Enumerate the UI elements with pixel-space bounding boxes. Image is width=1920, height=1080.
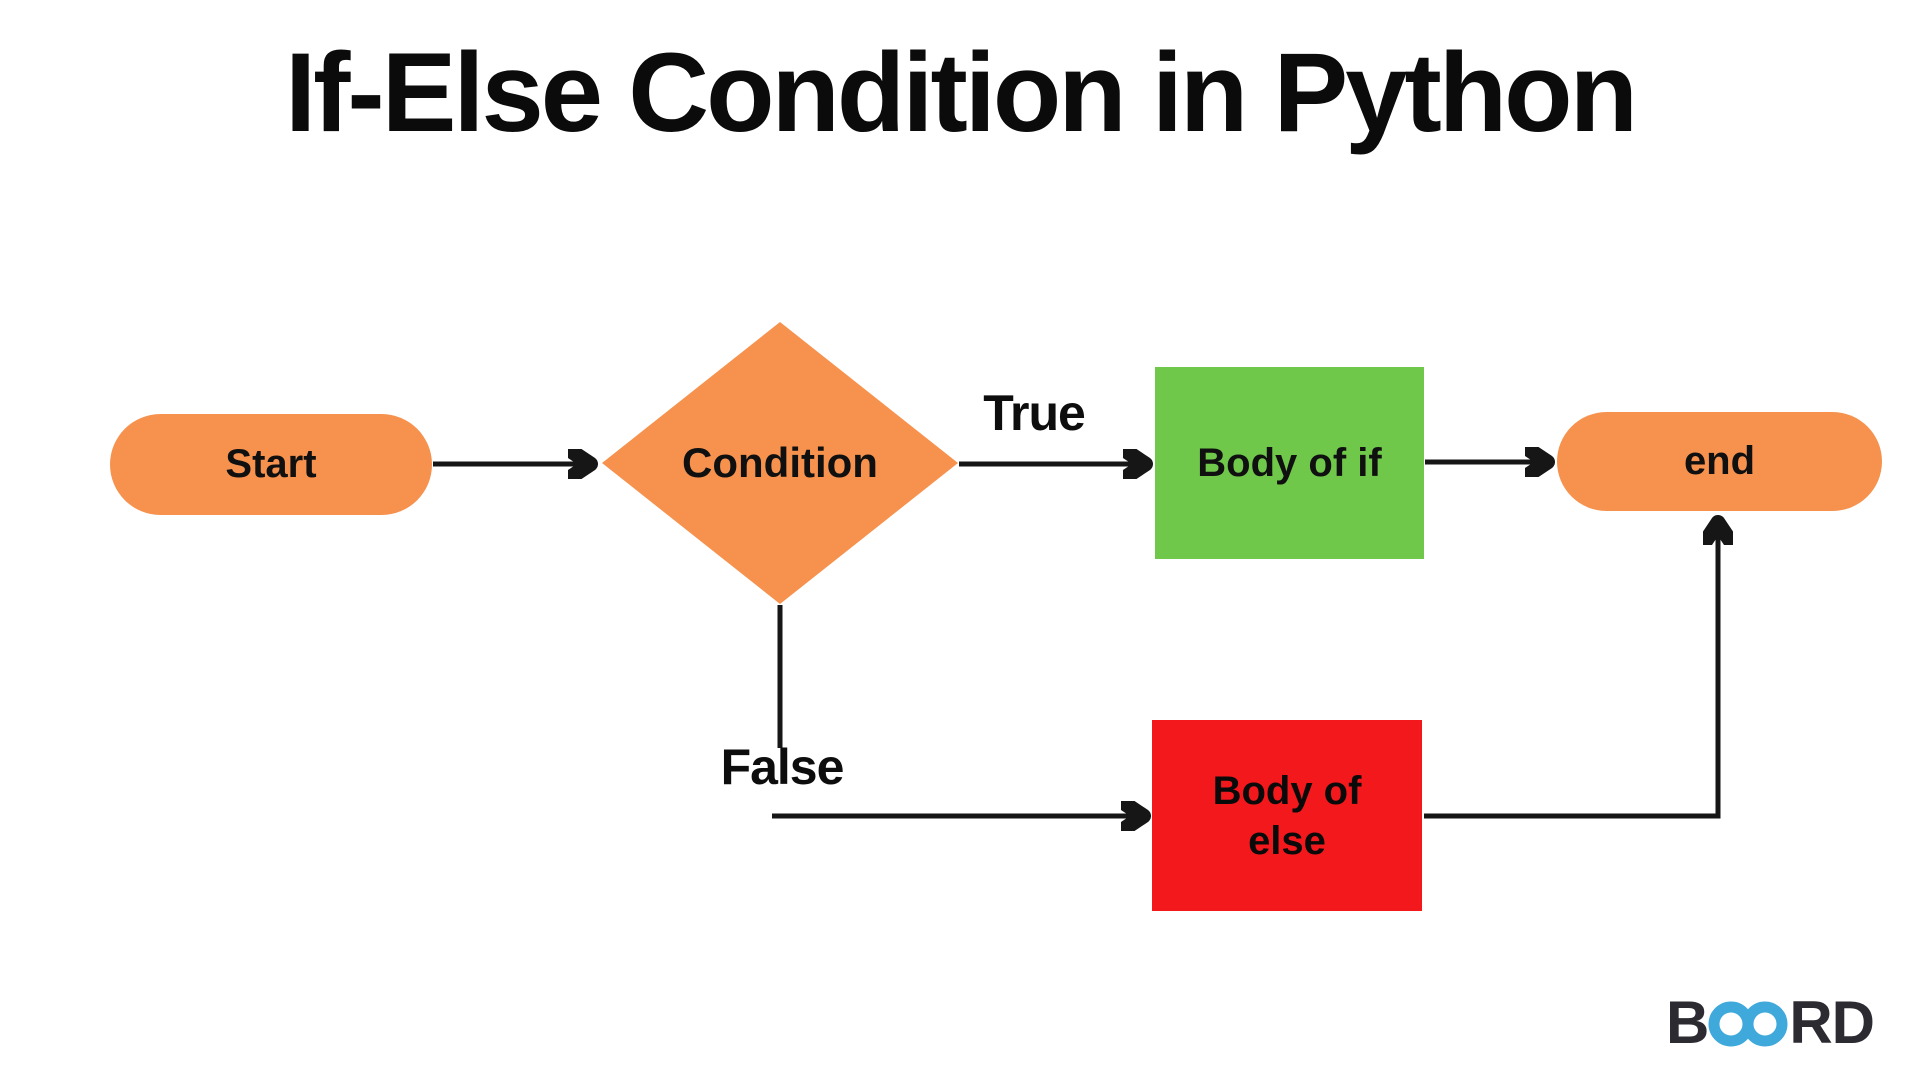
node-end-label: end <box>1683 439 1756 483</box>
board-logo: B RD <box>1666 988 1875 1056</box>
edge-bodyelse-to-end <box>1424 527 1718 819</box>
edge-label-false: False <box>720 739 845 795</box>
node-body-of-if-label: Body of if <box>1197 441 1382 485</box>
infinity-icon <box>1708 1001 1788 1047</box>
logo-letter-b: B <box>1666 988 1709 1056</box>
node-body-of-else-label: Body of else <box>1212 768 1362 863</box>
logo-letters-rd: RD <box>1789 988 1875 1056</box>
node-end: end <box>1557 412 1882 511</box>
node-body-of-else: Body of else <box>1152 720 1422 911</box>
node-body-of-if: Body of if <box>1155 367 1424 559</box>
node-condition: Condition <box>602 322 958 604</box>
page-title: If-Else Condition in Python <box>284 30 1638 155</box>
node-start-label: Start <box>225 442 317 486</box>
edge-label-true: True <box>983 385 1086 441</box>
node-condition-label: Condition <box>682 439 878 486</box>
node-start: Start <box>110 414 432 515</box>
